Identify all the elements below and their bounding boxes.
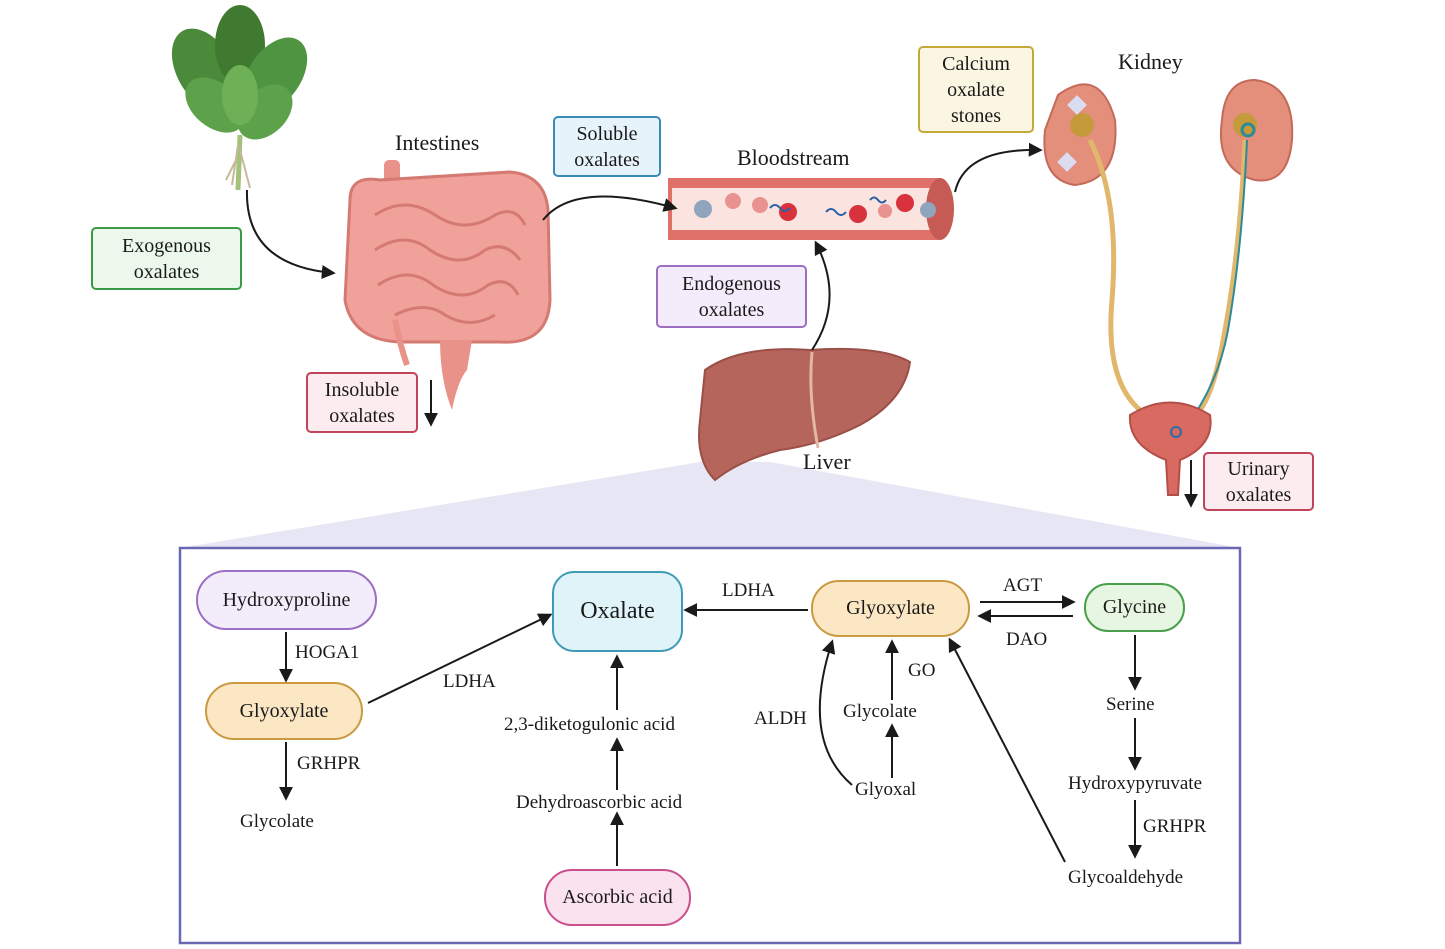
urinary-oxalates-box: Urinary oxalates bbox=[1203, 452, 1314, 511]
soluble-line-2: oxalates bbox=[574, 148, 640, 171]
hoga1-label: HOGA1 bbox=[295, 642, 360, 663]
spinach-icon bbox=[171, 5, 308, 191]
urinary-line-1: Urinary bbox=[1227, 457, 1290, 480]
exogenous-line-1: Exogenous bbox=[122, 234, 211, 257]
hydroxypyruvate-label: Hydroxypyruvate bbox=[1068, 773, 1203, 794]
insoluble-oxalates-box: Insoluble oxalates bbox=[306, 372, 418, 433]
go-label: GO bbox=[908, 660, 936, 681]
endogenous-oxalates-box: Endogenous oxalates bbox=[656, 265, 807, 328]
intestines-icon bbox=[343, 160, 552, 410]
hydroxyproline-node: Hydroxyproline bbox=[196, 570, 377, 630]
bloodstream-label: Bloodstream bbox=[737, 145, 850, 170]
glycine-node: Glycine bbox=[1084, 583, 1185, 632]
intestines-label: Intestines bbox=[395, 130, 480, 155]
glycoaldehyde-label: Glycoaldehyde bbox=[1068, 867, 1184, 888]
arrow-liver-to-blood bbox=[811, 240, 831, 351]
endogenous-line-1: Endogenous bbox=[682, 272, 781, 295]
kidney-icon bbox=[1043, 78, 1294, 496]
grhpr-right-label: GRHPR bbox=[1143, 816, 1207, 837]
exogenous-oxalates-box: Exogenous oxalates bbox=[91, 227, 242, 290]
calcium-line-1: Calcium bbox=[942, 52, 1010, 75]
soluble-oxalates-box: Soluble oxalates bbox=[553, 116, 661, 177]
grhpr-left-label: GRHPR bbox=[297, 753, 361, 774]
glycolate-left-label: Glycolate bbox=[240, 811, 314, 832]
arrow-intestines-to-blood bbox=[542, 195, 678, 221]
insoluble-line-1: Insoluble bbox=[324, 378, 400, 401]
arrow-plant-to-intestines bbox=[245, 189, 336, 279]
arrow-aldh bbox=[818, 639, 853, 786]
aldh-label: ALDH bbox=[754, 708, 807, 729]
arrow-glyoxylate-oxalate-left bbox=[367, 613, 553, 704]
glycolate-mid-label: Glycolate bbox=[843, 701, 917, 722]
glyoxylate-main-node: Glyoxylate bbox=[811, 580, 970, 637]
ldha-top-label: LDHA bbox=[722, 580, 775, 601]
diketogulonic-label: 2,3-diketogulonic acid bbox=[504, 714, 675, 735]
ascorbic-acid-node: Ascorbic acid bbox=[544, 869, 691, 926]
calcium-oxalate-stones-box: Calcium oxalate stones bbox=[918, 46, 1034, 133]
glyoxylate-left-node: Glyoxylate bbox=[205, 682, 363, 740]
kidney-label: Kidney bbox=[1118, 49, 1183, 74]
soluble-line-1: Soluble bbox=[576, 122, 638, 145]
agt-label: AGT bbox=[1003, 575, 1043, 596]
serine-label: Serine bbox=[1106, 694, 1155, 715]
blood-vessel-icon bbox=[668, 178, 954, 240]
oxalate-node: Oxalate bbox=[552, 571, 683, 652]
urinary-line-2: oxalates bbox=[1225, 483, 1292, 506]
arrow-blood-to-kidney bbox=[954, 142, 1043, 193]
dehydroascorbic-label: Dehydroascorbic acid bbox=[516, 792, 683, 813]
dao-label: DAO bbox=[1006, 629, 1048, 650]
insoluble-line-2: oxalates bbox=[329, 404, 395, 427]
calcium-line-3: stones bbox=[951, 104, 1001, 127]
liver-label: Liver bbox=[803, 449, 851, 474]
arrow-glycoaldehyde-glyoxylate bbox=[948, 637, 1066, 863]
endogenous-line-2: oxalates bbox=[698, 298, 765, 321]
glyoxal-label: Glyoxal bbox=[855, 779, 917, 800]
calcium-line-2: oxalate bbox=[947, 78, 1005, 101]
zoom-funnel bbox=[180, 462, 1240, 548]
liver-icon bbox=[698, 347, 912, 482]
exogenous-line-2: oxalates bbox=[133, 260, 200, 283]
ldha-left-label: LDHA bbox=[443, 671, 496, 692]
